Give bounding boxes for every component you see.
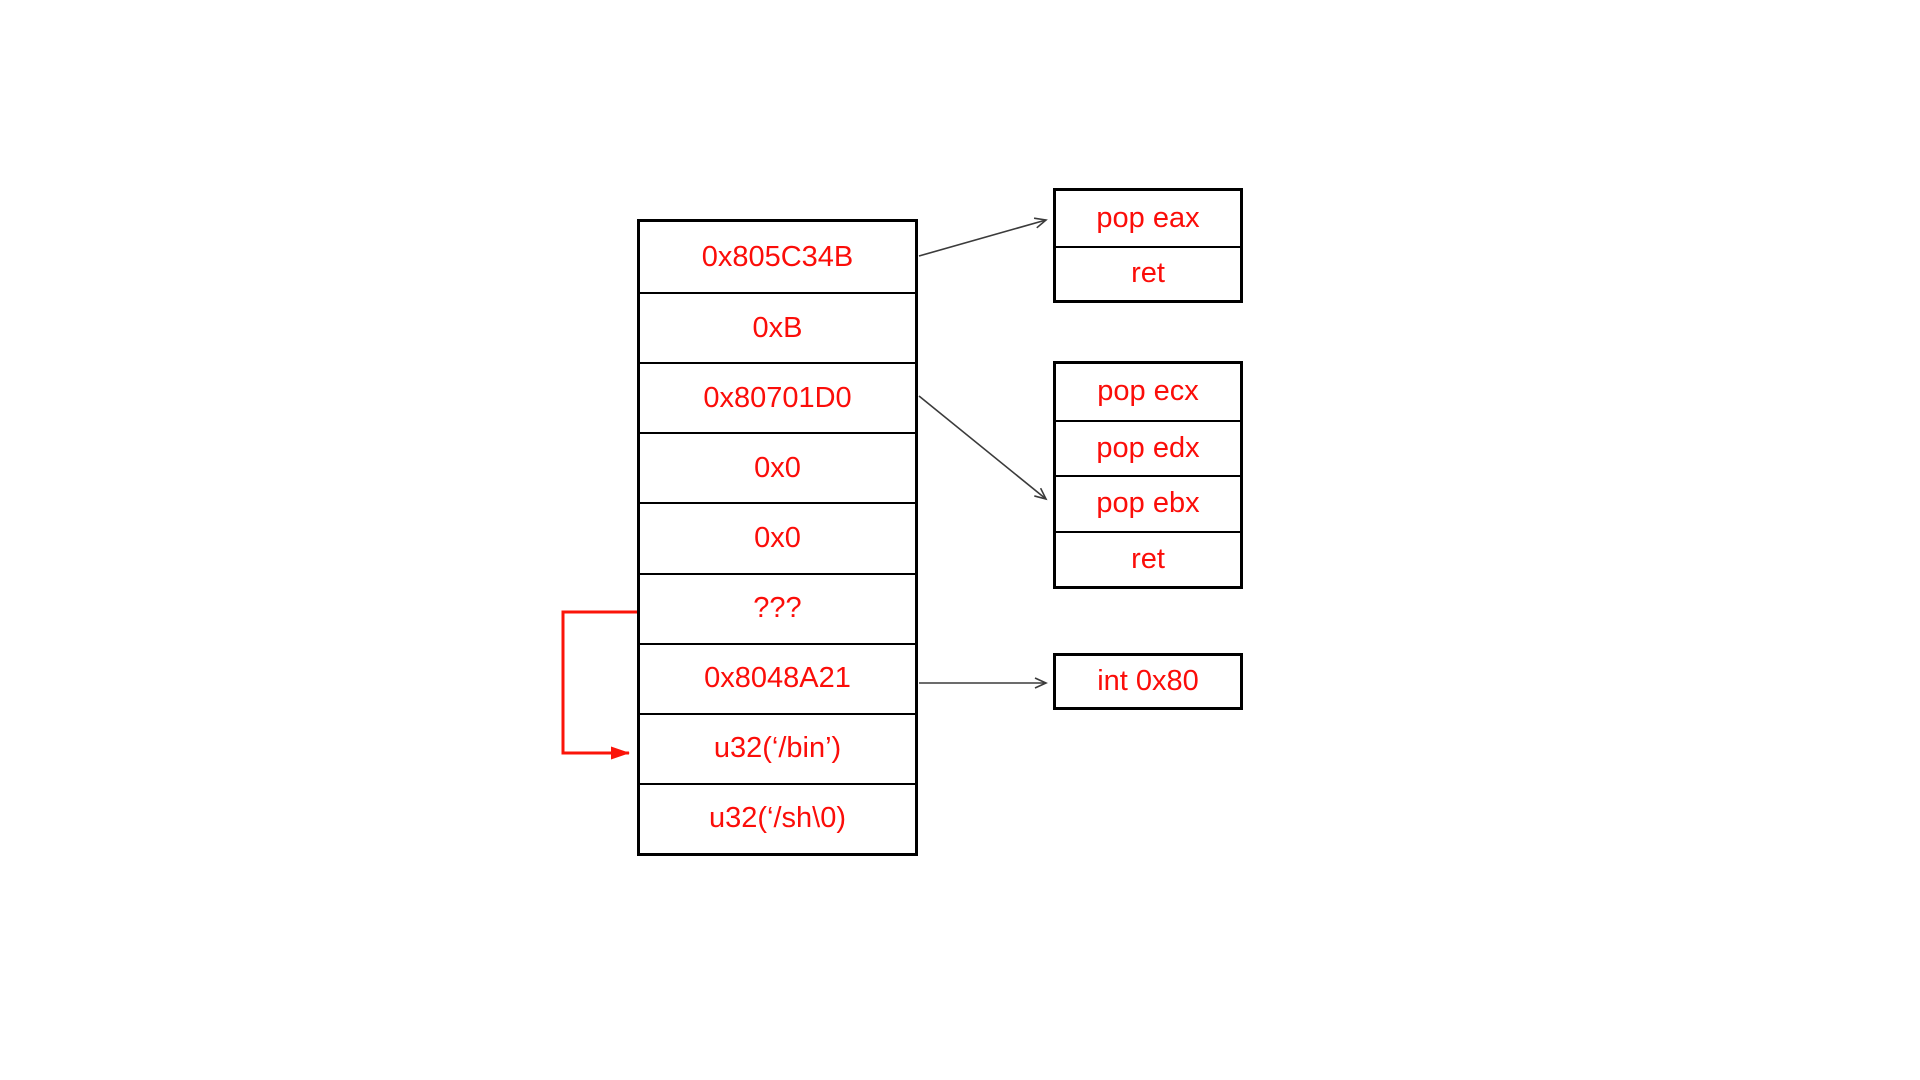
gadget-row: ret bbox=[1056, 530, 1240, 587]
gadget-row: ret bbox=[1056, 245, 1240, 301]
stack-cell-label: 0xB bbox=[752, 311, 803, 344]
gadget-row: int 0x80 bbox=[1056, 656, 1240, 707]
stack-cell-gadget2-addr: 0x80701D0 bbox=[640, 362, 915, 432]
gadget-row: pop ebx bbox=[1056, 475, 1240, 531]
arrow-unknown-to-binsh-loop bbox=[561, 610, 637, 760]
stack-cell-binsh-part1: u32(‘/bin’) bbox=[640, 712, 915, 783]
gadget-instruction: pop ebx bbox=[1096, 487, 1200, 520]
stack-cell-ebx-value: ??? bbox=[640, 572, 915, 643]
gadget-instruction: pop eax bbox=[1096, 201, 1200, 234]
arrow-0x80701D0-to-pop-ebx bbox=[918, 395, 1048, 501]
stack-cell-binsh-part2: u32(‘/sh\0) bbox=[640, 782, 915, 853]
stack-cell-label: 0x80701D0 bbox=[703, 381, 852, 414]
stack-cell-gadget1-addr: 0x805C34B bbox=[640, 222, 915, 292]
gadget-instruction: ret bbox=[1131, 257, 1165, 290]
gadget-instruction: pop ecx bbox=[1097, 375, 1199, 408]
gadget-instruction: int 0x80 bbox=[1097, 665, 1199, 697]
stack-cell-label: 0x805C34B bbox=[701, 240, 854, 273]
gadget-row: pop eax bbox=[1056, 191, 1240, 246]
stack-cell-label: u32(‘/bin’) bbox=[713, 732, 842, 765]
stack-cell-edx-value: 0x0 bbox=[640, 502, 915, 572]
gadget-instruction: ret bbox=[1131, 542, 1165, 575]
gadget-box-pop-eax: pop eax ret bbox=[1053, 188, 1243, 303]
stack-cell-label: 0x8048A21 bbox=[704, 662, 851, 695]
stack-column: 0x805C34B 0xB 0x80701D0 0x0 0x0 ??? 0x80… bbox=[637, 219, 918, 856]
stack-cell-label: u32(‘/sh\0) bbox=[708, 802, 846, 835]
stack-cell-int80-addr: 0x8048A21 bbox=[640, 642, 915, 713]
stack-cell-ecx-value: 0x0 bbox=[640, 432, 915, 502]
stack-cell-label: 0x0 bbox=[754, 451, 801, 484]
gadget-instruction: pop edx bbox=[1096, 431, 1200, 464]
gadget-box-int-0x80: int 0x80 bbox=[1053, 653, 1243, 710]
gadget-box-pop-ecx-edx-ebx: pop ecx pop edx pop ebx ret bbox=[1053, 361, 1243, 589]
stack-cell-label: 0x0 bbox=[754, 521, 801, 554]
arrow-0x805C34B-to-pop-eax bbox=[918, 217, 1048, 257]
stack-cell-label: ??? bbox=[753, 592, 802, 625]
gadget-row: pop edx bbox=[1056, 419, 1240, 476]
stack-cell-eax-value: 0xB bbox=[640, 292, 915, 362]
gadget-row: pop ecx bbox=[1056, 364, 1240, 420]
